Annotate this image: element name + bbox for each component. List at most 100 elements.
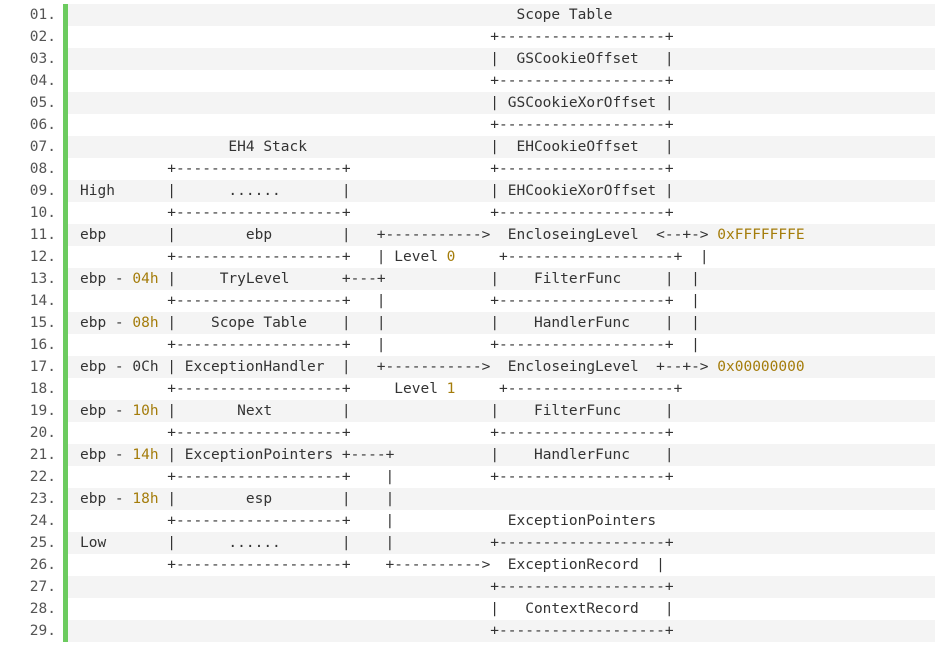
code-text: ebp | ebp | +-----------> EncloseingLeve… [80, 227, 718, 243]
code-text: | GSCookieOffset | [80, 51, 674, 67]
gutter-accent-bar [63, 510, 68, 532]
gutter-accent-bar [63, 378, 68, 400]
gutter-accent-bar [63, 48, 68, 70]
line-number: 09. [29, 183, 56, 199]
line-content: ebp - 18h | esp | | [68, 488, 935, 510]
line-content: EH4 Stack | EHCookieOffset | [68, 136, 935, 158]
gutter-accent-bar [63, 158, 68, 180]
line-number: 25. [29, 535, 56, 551]
gutter-accent-bar [63, 224, 68, 246]
line-content: | ContextRecord | [68, 598, 935, 620]
code-text: | Scope Table | | | HandlerFunc | | [158, 315, 700, 331]
gutter-accent-bar [63, 444, 68, 466]
code-line: 27. +-------------------+ [0, 576, 935, 598]
code-line: 04. +-------------------+ [0, 70, 935, 92]
code-text: +-------------------+ | [455, 249, 709, 265]
code-line: 11.ebp | ebp | +-----------> EncloseingL… [0, 224, 935, 246]
line-content: +-------------------+ | ExceptionPointer… [68, 510, 935, 532]
line-number: 26. [29, 557, 56, 573]
line-content: +-------------------+ +-----------------… [68, 422, 935, 444]
line-content: ebp - 10h | Next | | FilterFunc | [68, 400, 935, 422]
numeric-literal: 10h [132, 403, 159, 419]
line-content: +-------------------+ +----------> Excep… [68, 554, 935, 576]
gutter-accent-bar [63, 356, 68, 378]
numeric-literal: 18h [132, 491, 159, 507]
line-content: ebp | ebp | +-----------> EncloseingLeve… [68, 224, 935, 246]
code-line: 22. +-------------------+ | +-----------… [0, 466, 935, 488]
line-number: 16. [29, 337, 56, 353]
code-line: 25. Low | ...... | | +-------------------… [0, 532, 935, 554]
numeric-literal: 04h [132, 271, 159, 287]
gutter-accent-bar [63, 466, 68, 488]
line-content: | GSCookieXorOffset | [68, 92, 935, 114]
code-text: +-------------------+ [455, 381, 683, 397]
code-line: 10. +-------------------+ +-------------… [0, 202, 935, 224]
code-text: High | ...... | | EHCookieXorOffset | [80, 183, 674, 199]
line-number: 20. [29, 425, 56, 441]
code-text: | ContextRecord | [80, 601, 674, 617]
code-line: 14. +-------------------+ | +-----------… [0, 290, 935, 312]
line-content: Scope Table [68, 4, 935, 26]
code-line: 13.ebp - 04h | TryLevel +---+ | FilterFu… [0, 268, 935, 290]
code-line: 16. +-------------------+ | +-----------… [0, 334, 935, 356]
gutter-accent-bar [63, 114, 68, 136]
code-text: +-------------------+ +----------> Excep… [80, 557, 665, 573]
line-number: 05. [29, 95, 56, 111]
code-line: 19. ebp - 10h | Next | | FilterFunc | [0, 400, 935, 422]
line-content: ebp - 0Ch | ExceptionHandler | +--------… [68, 356, 935, 378]
code-line: 17.ebp - 0Ch | ExceptionHandler | +-----… [0, 356, 935, 378]
gutter-accent-bar [63, 576, 68, 598]
numeric-literal: 0 [446, 249, 456, 265]
line-number: 01. [29, 7, 56, 23]
code-text: +-------------------+ | Level [80, 249, 447, 265]
line-content: +-------------------+ [68, 620, 935, 642]
code-text: Scope Table [80, 7, 613, 23]
line-content: +-------------------+ Level 1 +---------… [68, 378, 935, 400]
numeric-literal: 14h [132, 447, 159, 463]
code-text: +-------------------+ | +---------------… [80, 337, 700, 353]
gutter-accent-bar [63, 268, 68, 290]
code-text: +-------------------+ Level [80, 381, 447, 397]
code-text: ebp - [80, 403, 133, 419]
line-content: +-------------------+ [68, 576, 935, 598]
code-line: 01. Scope Table [0, 4, 935, 26]
line-content: +-------------------+ | +---------------… [68, 466, 935, 488]
gutter-accent-bar [63, 290, 68, 312]
line-number: 15. [29, 315, 56, 331]
code-text: +-------------------+ [80, 117, 674, 133]
code-text: ebp - [80, 271, 133, 287]
numeric-literal: 08h [132, 315, 159, 331]
gutter-accent-bar [63, 202, 68, 224]
line-number: 28. [29, 601, 56, 617]
line-content: +-------------------+ [68, 70, 935, 92]
line-content: +-------------------+ +-----------------… [68, 202, 935, 224]
gutter-accent-bar [63, 26, 68, 48]
gutter-accent-bar [63, 246, 68, 268]
line-number: 21. [29, 447, 56, 463]
numeric-literal: 0xFFFFFFFE [717, 227, 805, 243]
code-line: 24. +-------------------+ | ExceptionPoi… [0, 510, 935, 532]
code-line: 06. +-------------------+ [0, 114, 935, 136]
code-text: +-------------------+ [80, 29, 674, 45]
code-line: 03. | GSCookieOffset | [0, 48, 935, 70]
line-number: 10. [29, 205, 56, 221]
code-text: Low | ...... | | +-------------------+ [80, 535, 674, 551]
line-content: +-------------------+ +-----------------… [68, 158, 935, 180]
line-number: 14. [29, 293, 56, 309]
gutter-accent-bar [63, 620, 68, 642]
code-text: ebp - 0Ch | ExceptionHandler | +--------… [80, 359, 718, 375]
line-content: High | ...... | | EHCookieXorOffset | [68, 180, 935, 202]
line-content: ebp - 08h | Scope Table | | | HandlerFun… [68, 312, 935, 334]
line-number: 19. [29, 403, 56, 419]
line-number: 04. [29, 73, 56, 89]
code-text: +-------------------+ +-----------------… [80, 161, 674, 177]
line-number: 27. [29, 579, 56, 595]
code-line: 29. +-------------------+ [0, 620, 935, 642]
code-text: +-------------------+ +-----------------… [80, 205, 674, 221]
line-content: +-------------------+ | +---------------… [68, 290, 935, 312]
line-content: ebp - 04h | TryLevel +---+ | FilterFunc … [68, 268, 935, 290]
code-text: +-------------------+ +-----------------… [80, 425, 674, 441]
code-text: | TryLevel +---+ | FilterFunc | | [158, 271, 700, 287]
code-line: 08. +-------------------+ +-------------… [0, 158, 935, 180]
gutter-accent-bar [63, 92, 68, 114]
